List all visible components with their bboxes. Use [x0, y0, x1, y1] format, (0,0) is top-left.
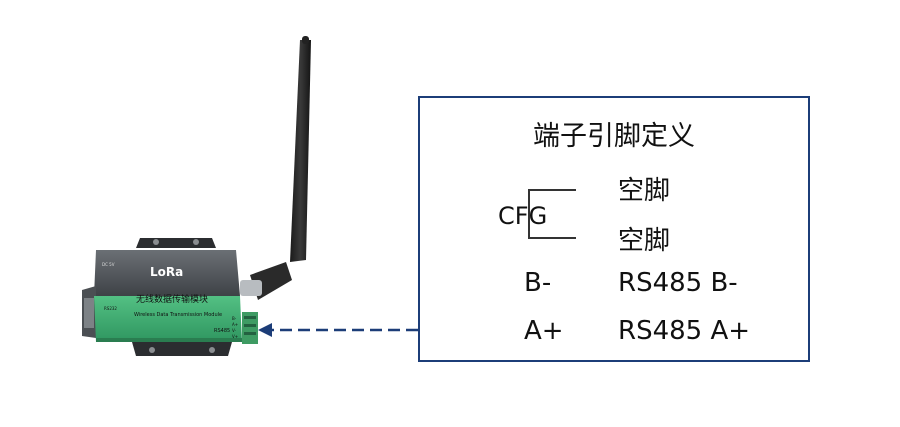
- cfg-bracket: [528, 189, 576, 191]
- device-pin-label: V-: [232, 328, 237, 333]
- terminal-block: [242, 312, 258, 344]
- device-side-label: RS232: [104, 306, 117, 311]
- device-pin-label: V+: [232, 334, 238, 339]
- pin-row-left: A+: [524, 316, 564, 346]
- device-pin-label: B-: [232, 316, 237, 321]
- device-brand: LoRa: [150, 265, 183, 279]
- top-mounting-flange: [136, 238, 216, 248]
- device-body: [82, 250, 240, 338]
- pin-row-right: RS485 A+: [618, 316, 751, 346]
- pointer-arrow: [258, 323, 418, 337]
- pin-row-left: B-: [524, 268, 552, 298]
- cfg-bracket: [528, 189, 530, 237]
- device-pin-label: A+: [232, 322, 238, 327]
- pin-row-right: 空脚: [618, 176, 671, 206]
- pin-definition-title: 端子引脚定义: [533, 121, 695, 152]
- antenna: [240, 36, 311, 300]
- device-port-label: RS485: [214, 328, 230, 334]
- device-power-label: DC 5V: [102, 262, 115, 267]
- pin-definition-box: 端子引脚定义 CFG 空脚 空脚 B- RS485 B- A+ RS485 A+: [418, 96, 810, 362]
- device-name-en: Wireless Data Transmission Module: [134, 312, 222, 318]
- pin-row-right: 空脚: [618, 226, 671, 256]
- cfg-label: CFG: [498, 202, 548, 230]
- bottom-mounting-flange: [132, 342, 232, 356]
- cfg-bracket: [528, 237, 576, 239]
- device-name-cn: 无线数据传输模块: [136, 293, 208, 305]
- green-label-band: [94, 296, 242, 342]
- pin-row-right: RS485 B-: [618, 268, 738, 298]
